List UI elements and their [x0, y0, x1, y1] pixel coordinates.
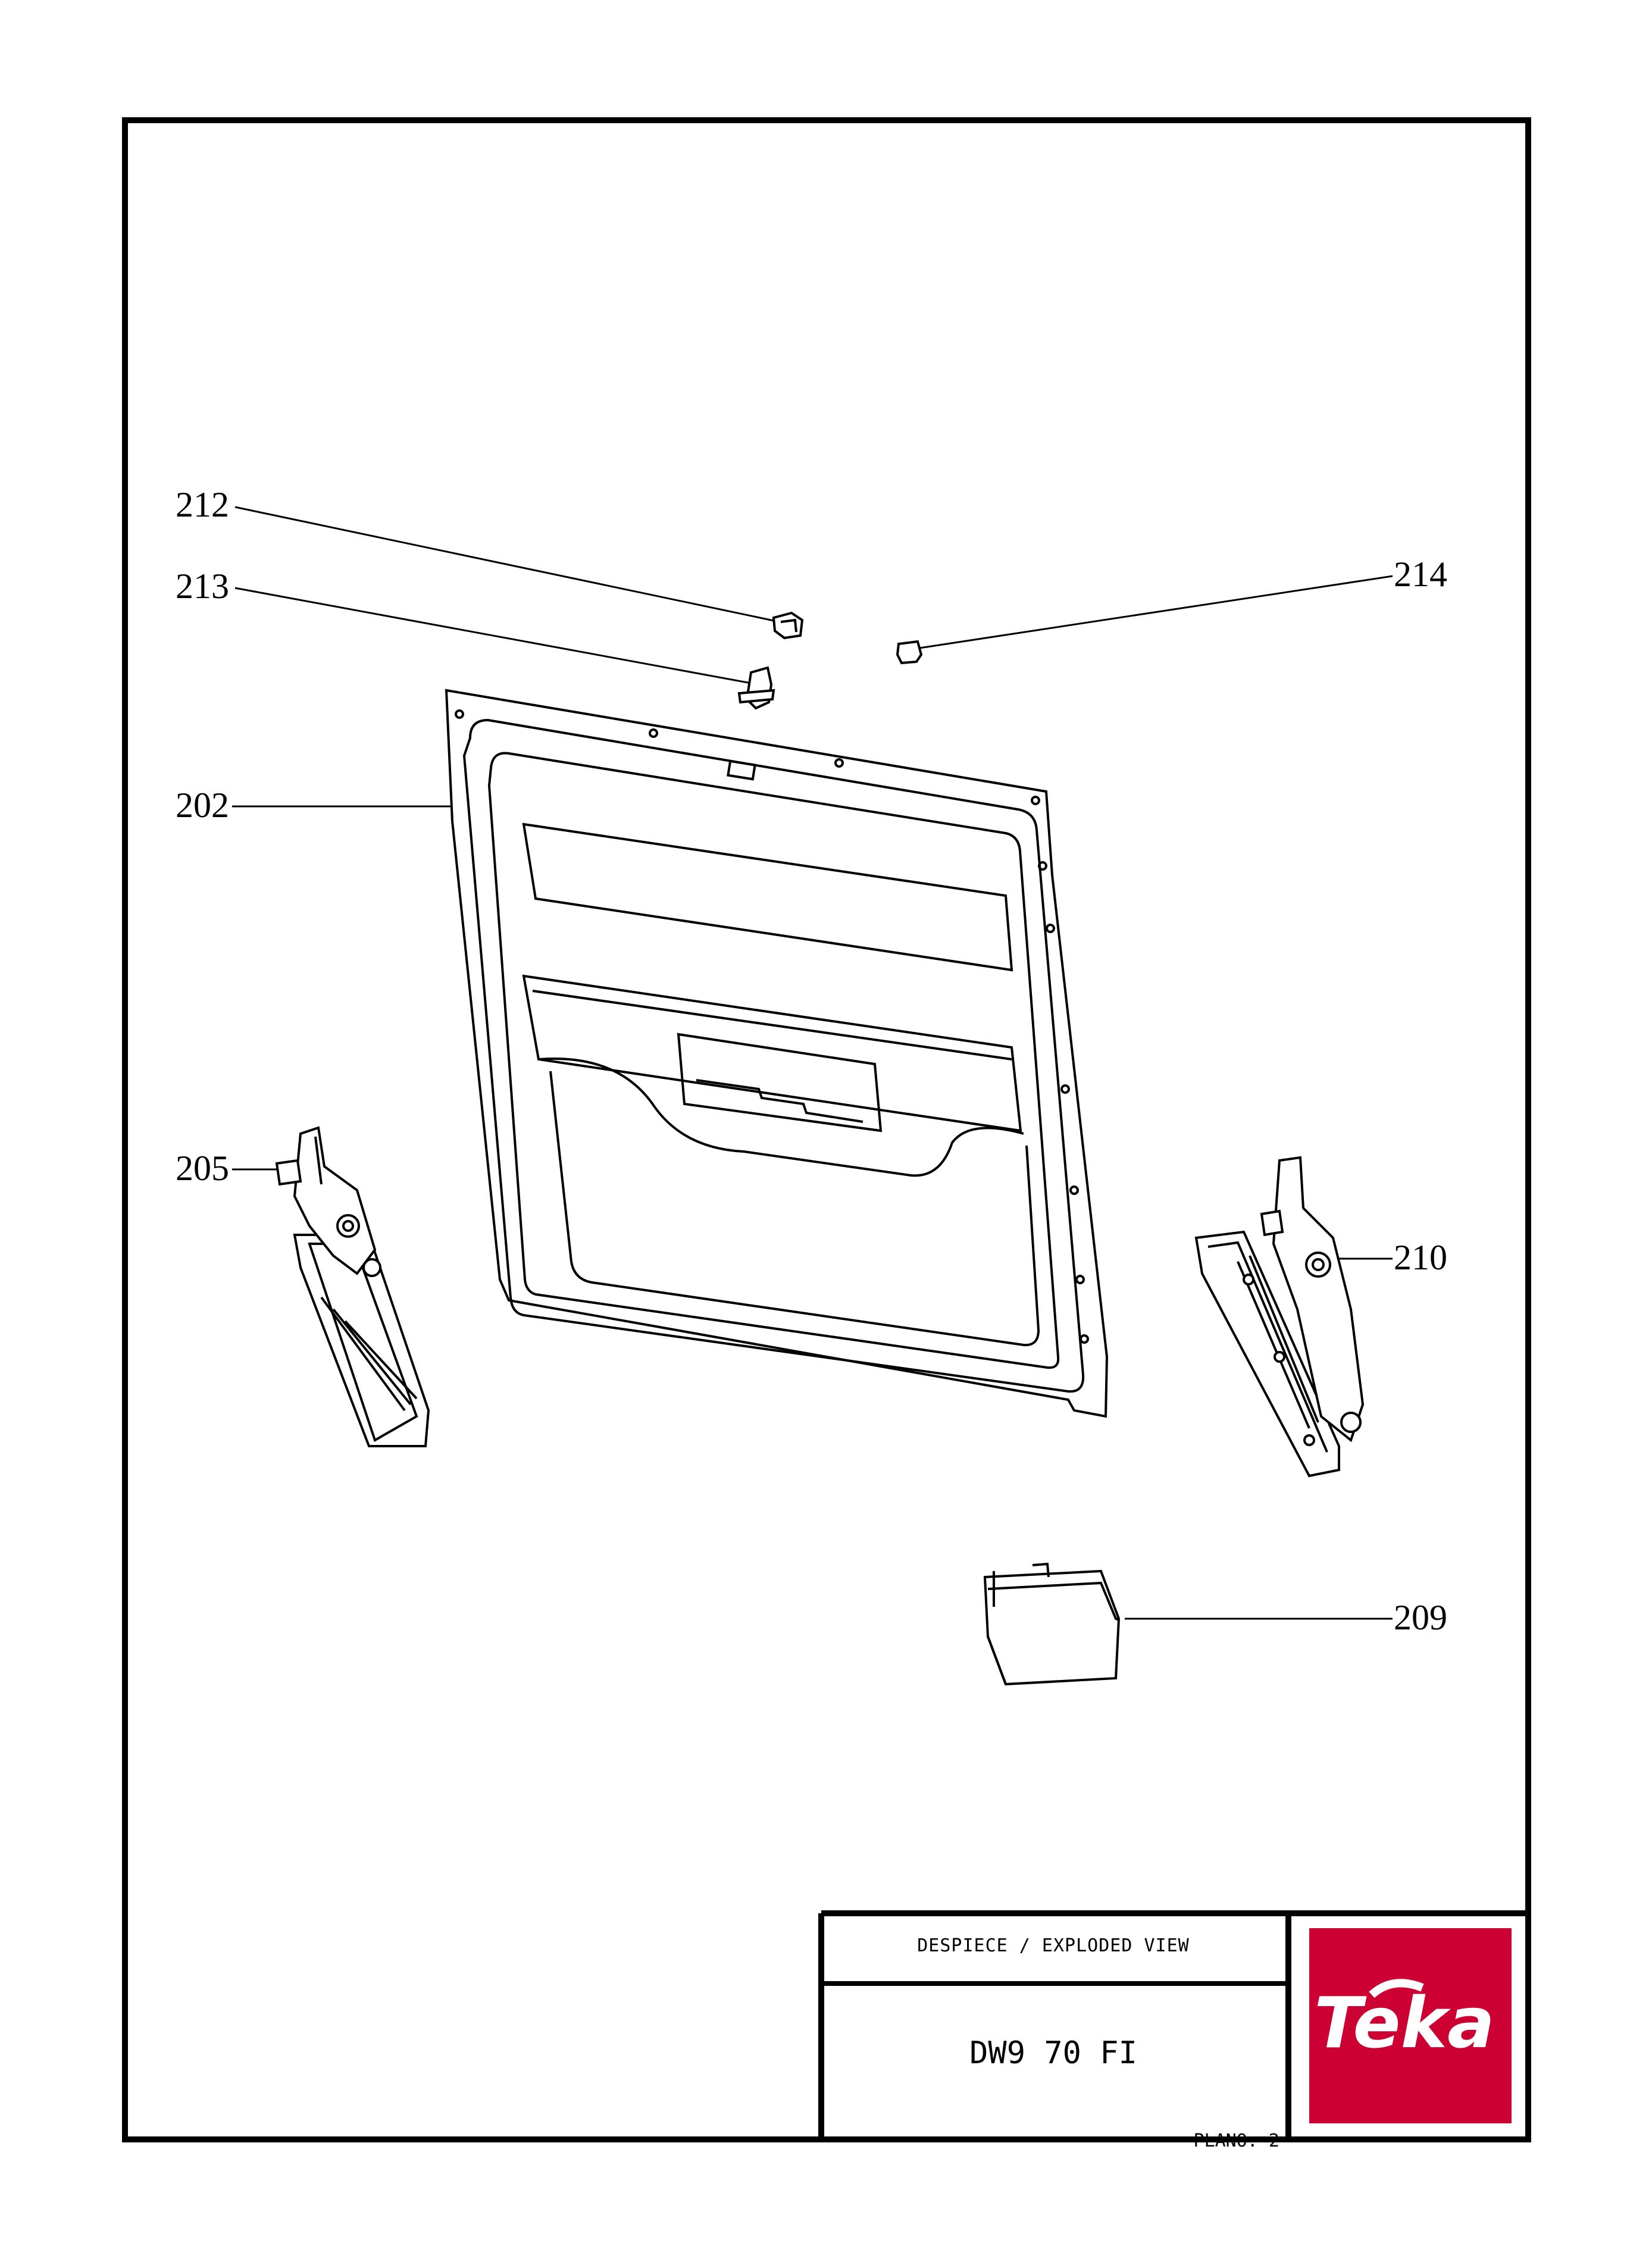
leader-lines	[232, 506, 1393, 1620]
part-210-right-hinge	[1194, 1156, 1365, 1478]
teka-logo: Teka	[1314, 1982, 1495, 2064]
part-209-cover	[983, 1562, 1121, 1686]
logo-background	[1309, 1928, 1512, 2123]
leader-213	[234, 587, 752, 684]
callout-212: 212	[176, 485, 229, 524]
title-block-caption: DESPIECE / EXPLODED VIEW	[917, 1935, 1190, 1956]
part-214-tab	[896, 640, 923, 665]
part-205-left-hinge	[275, 1126, 430, 1447]
part-212-clip	[772, 611, 804, 640]
callout-213: 213	[176, 567, 229, 606]
leader-214	[907, 575, 1393, 651]
callout-202: 202	[176, 786, 229, 825]
callout-209: 209	[1394, 1598, 1447, 1637]
callout-210: 210	[1394, 1238, 1447, 1277]
logo-swoosh	[1369, 1979, 1424, 1998]
drawing-border	[122, 117, 1531, 2142]
title-block-sheet-number: PLANO: 2	[1193, 2131, 1280, 2151]
callout-205: 205	[176, 1149, 229, 1188]
callout-214: 214	[1394, 555, 1447, 594]
title-block-model: DW9 70 FI	[969, 2035, 1137, 2071]
leader-212	[234, 506, 780, 623]
part-202-inner-door	[445, 689, 1109, 1418]
part-213-latch	[737, 666, 775, 710]
title-block	[818, 1910, 1528, 2139]
